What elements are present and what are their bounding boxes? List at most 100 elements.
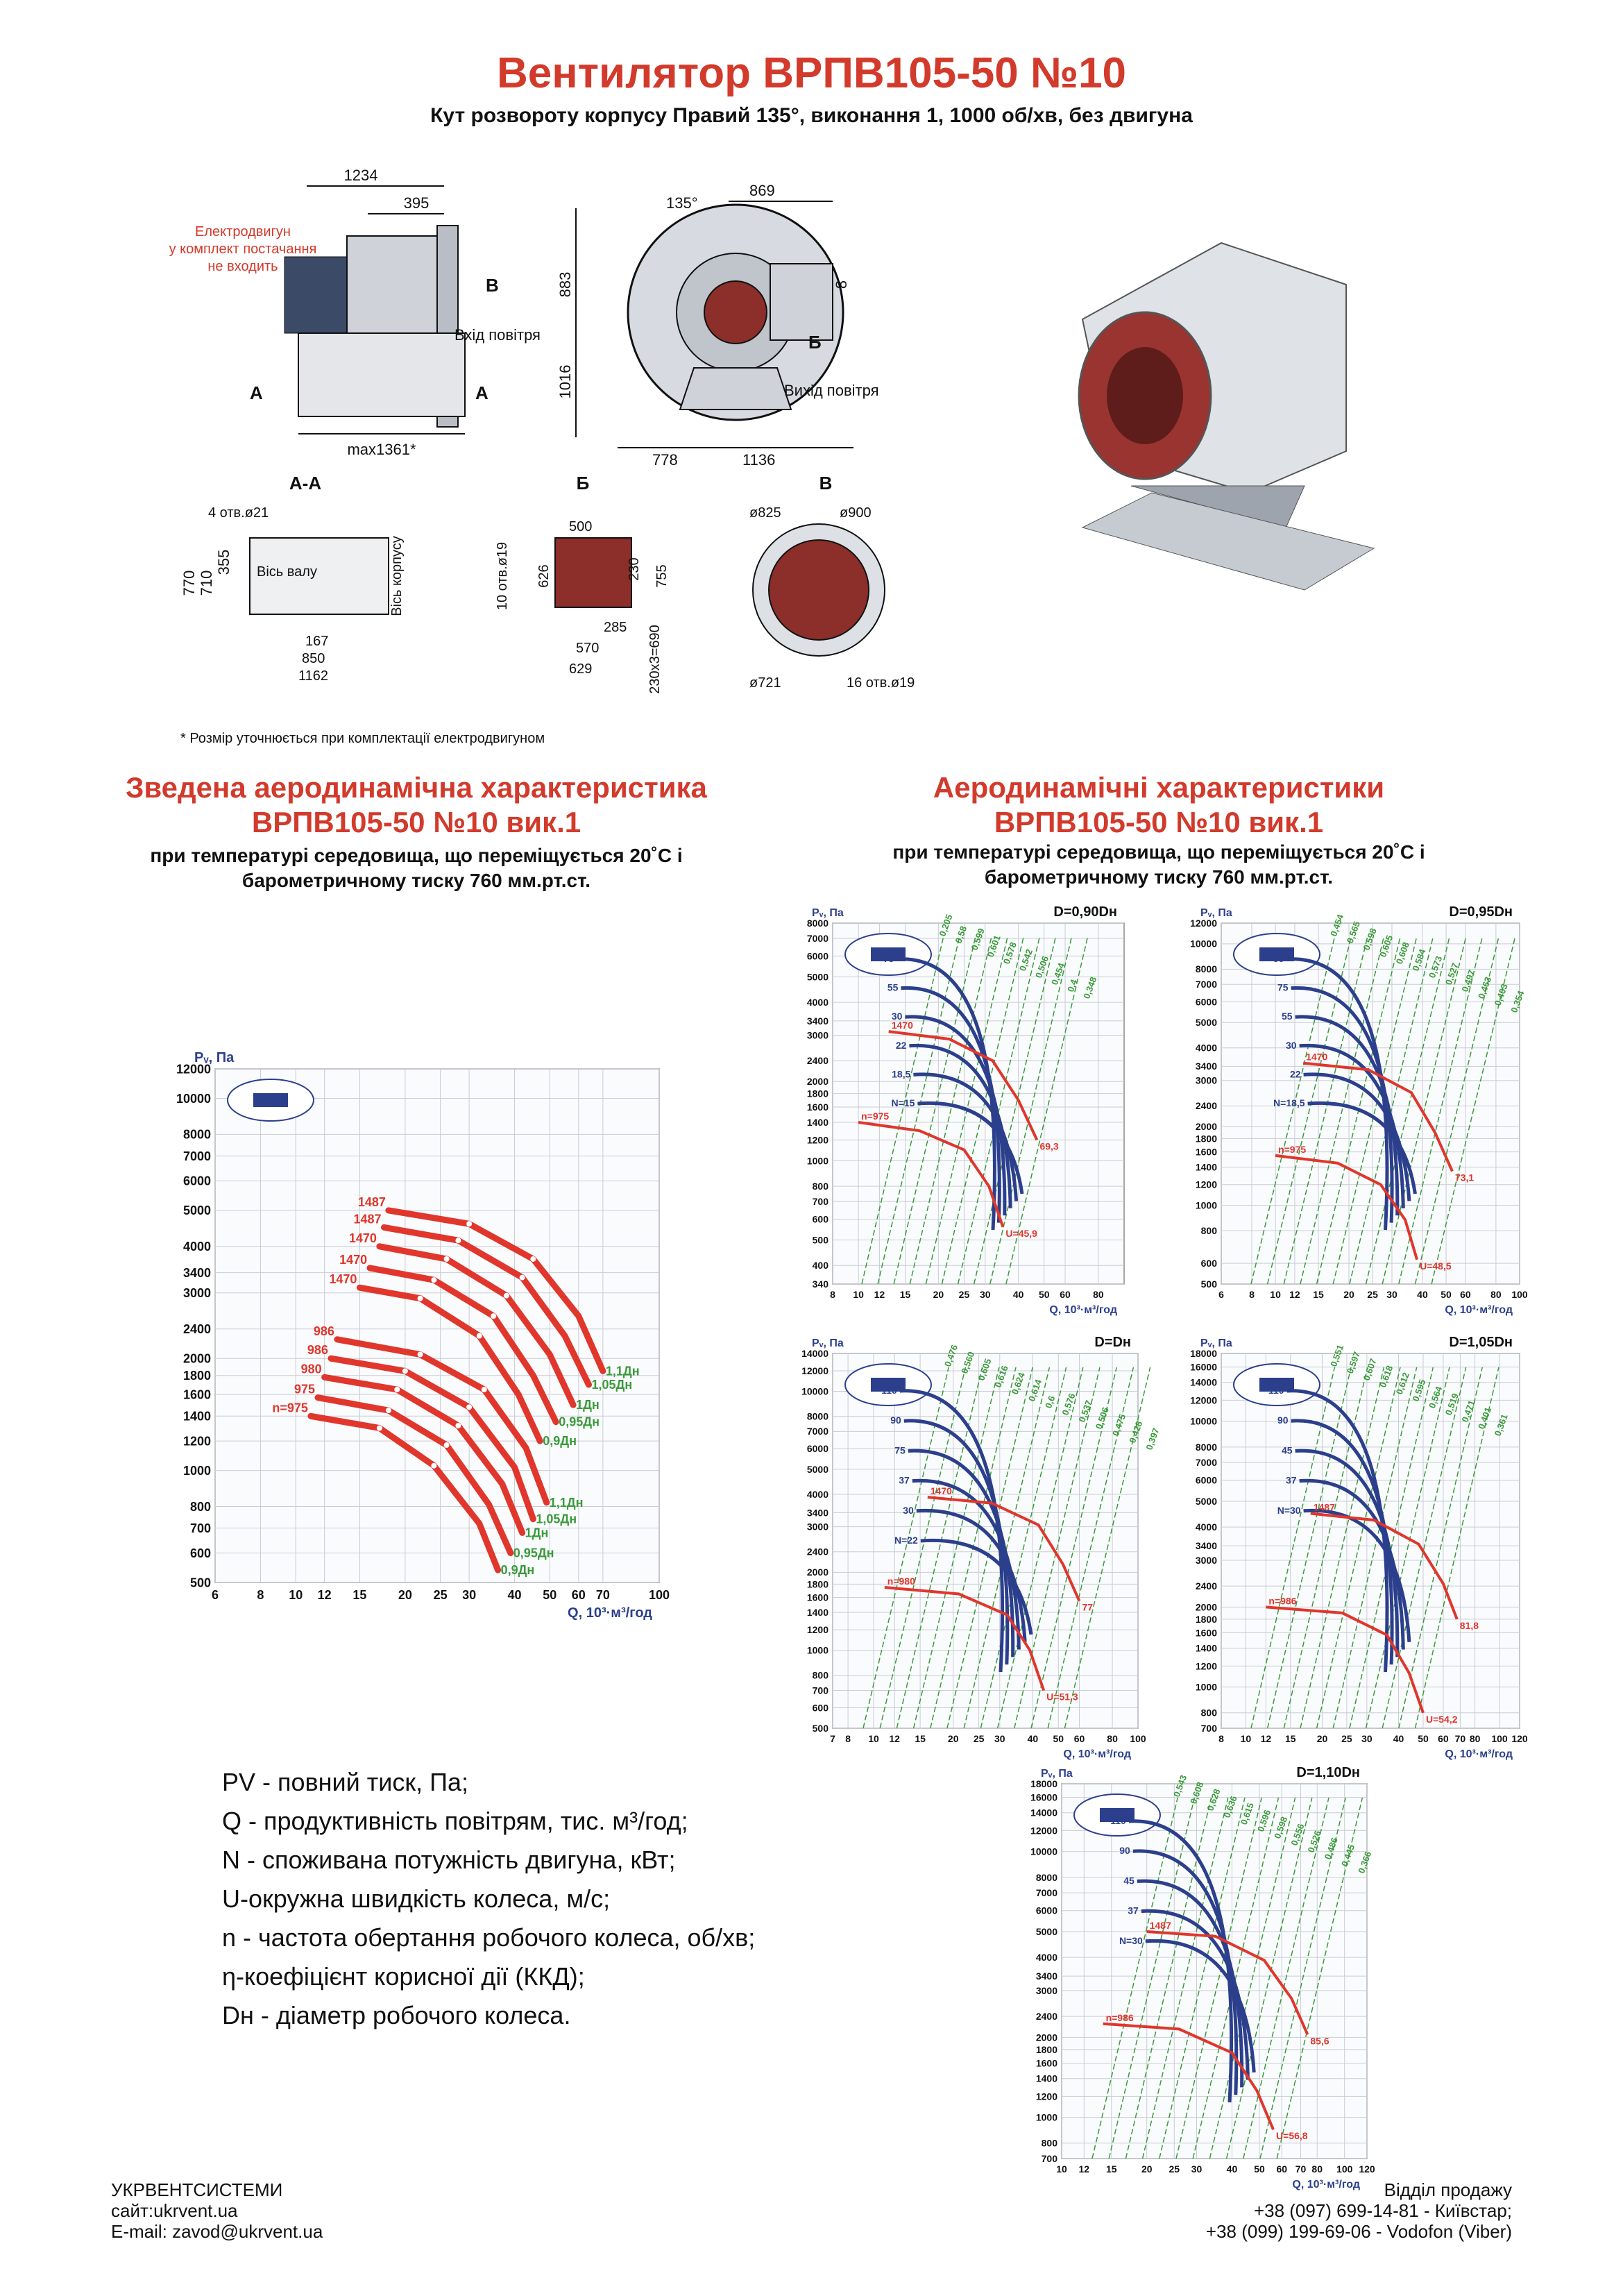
rpm-end-label: U=54,2 xyxy=(1426,1714,1458,1725)
x-axis-label: Q, 10³·м³/год xyxy=(568,1605,652,1621)
efficiency-line xyxy=(1431,936,1516,1285)
efficiency-line xyxy=(1091,1797,1178,2159)
efficiency-line xyxy=(1398,1367,1483,1729)
rpm-label: n=975 xyxy=(1278,1144,1306,1155)
rpm-curve xyxy=(1310,1512,1459,1620)
series-rpm-label: 980 xyxy=(301,1362,322,1376)
efficiency-line xyxy=(1382,936,1467,1285)
x-tick-label: 7 xyxy=(830,1733,835,1744)
footer-site[interactable]: сайт:ukrvent.ua xyxy=(111,2200,238,2221)
view-v-title: В xyxy=(819,473,833,493)
x-tick-label: 40 xyxy=(1393,1733,1404,1744)
dim-570: 570 xyxy=(576,641,599,656)
y-tick-label: 4000 xyxy=(1196,1521,1217,1533)
efficiency-line xyxy=(1332,1367,1418,1729)
efficiency-line xyxy=(1209,1797,1296,2159)
x-tick-label: 15 xyxy=(352,1588,366,1602)
rpm-curve xyxy=(884,1586,1046,1691)
y-tick-label: 1600 xyxy=(807,1592,829,1603)
rpm-end-label: U=51,3 xyxy=(1046,1691,1078,1702)
efficiency-line xyxy=(1192,1797,1280,2159)
series-rpm-label: 1470 xyxy=(349,1231,377,1245)
y-tick-label: 2400 xyxy=(807,1055,829,1066)
efficiency-line xyxy=(1225,1797,1313,2159)
series-size-label: 1,1Дн xyxy=(606,1364,640,1378)
x-tick-label: 40 xyxy=(1227,2163,1238,2175)
y-tick-label: 12000 xyxy=(1190,1394,1217,1406)
y-tick-label: 800 xyxy=(190,1500,211,1514)
y-tick-label: 12000 xyxy=(1030,1825,1057,1836)
x-tick-label: 8 xyxy=(1218,1733,1224,1744)
power-curve xyxy=(1307,1101,1417,1195)
series-point xyxy=(385,1408,391,1414)
efficiency-line xyxy=(1414,936,1499,1285)
y-tick-label: 1800 xyxy=(1036,2044,1057,2055)
view-v: В ø825 ø900 ø721 16 отв.ø19 xyxy=(749,473,915,691)
rpm-label: 1470 xyxy=(931,1485,952,1496)
y-tick-label: 700 xyxy=(1042,2153,1058,2164)
efficiency-line xyxy=(1332,936,1418,1285)
series-size-label: 0,9Дн xyxy=(543,1434,577,1448)
page-subtitle: Кут розвороту корпусу Правий 135°, викон… xyxy=(430,104,1193,127)
y-tick-label: 3400 xyxy=(183,1266,211,1280)
power-curve xyxy=(897,957,996,1231)
power-curve xyxy=(908,1449,1015,1657)
power-curve xyxy=(1137,1879,1244,2088)
efficiency-line xyxy=(1414,1367,1499,1729)
efficiency-line xyxy=(1276,1797,1363,2159)
footer-email[interactable]: E-mail: zavod@ukrvent.ua xyxy=(111,2221,323,2242)
footer-phone2[interactable]: +38 (099) 199-69-06 - Vodofon (Viber) xyxy=(1205,2221,1512,2242)
air-out-label: Вихід повітря xyxy=(784,382,879,399)
y-tick-label: 500 xyxy=(1201,1278,1218,1290)
efficiency-line xyxy=(1108,1797,1196,2159)
dim-d721: ø721 xyxy=(749,675,781,691)
series-point xyxy=(417,1351,423,1358)
series-rpm-label: 1487 xyxy=(353,1212,381,1226)
dim-883: 883 xyxy=(556,272,574,298)
power-curve xyxy=(899,1389,1005,1673)
rpm-label: 1487 xyxy=(1314,1502,1335,1513)
series-point xyxy=(519,1274,525,1281)
y-tick-label: 2400 xyxy=(183,1322,211,1336)
x-tick-label: 70 xyxy=(1455,1733,1466,1744)
dim-d900: ø900 xyxy=(840,505,872,521)
plot-area xyxy=(832,1353,1139,1729)
y-tick-label: 10000 xyxy=(1190,938,1217,949)
footer-phone1[interactable]: +38 (097) 699-14-81 - Київстар; xyxy=(1253,2200,1512,2221)
efficiency-line xyxy=(1349,936,1434,1285)
x-tick-label: 70 xyxy=(596,1588,610,1602)
x-tick-label: 30 xyxy=(1386,1289,1397,1300)
x-tick-label: 60 xyxy=(1060,1289,1071,1300)
series-rpm-label: 975 xyxy=(294,1383,315,1396)
rpm-curve xyxy=(1302,1061,1454,1172)
rpm-label: 1487 xyxy=(1150,1920,1171,1931)
series-point xyxy=(455,1422,461,1428)
series-rpm-label: 986 xyxy=(314,1324,334,1338)
power-curve xyxy=(905,1015,1007,1216)
efficiency-line xyxy=(879,1367,967,1729)
view-aa-holes: 4 отв.ø21 xyxy=(208,505,269,521)
power-label: 18,5 xyxy=(892,1068,910,1079)
x-tick-label: 60 xyxy=(572,1588,586,1602)
x-tick-label: 6 xyxy=(1218,1289,1224,1300)
power-curve xyxy=(1303,1508,1411,1642)
dim-1016: 1016 xyxy=(556,365,574,399)
rpm-curve xyxy=(1103,2022,1275,2130)
summary-cond-line2: барометричному тиску 760 мм.рт.ст. xyxy=(241,870,591,891)
rpm-curve xyxy=(858,1121,1005,1228)
y-tick-label: 1200 xyxy=(183,1434,211,1448)
x-axis-label: Q, 10³·м³/год xyxy=(1049,1304,1117,1316)
y-tick-label: 5000 xyxy=(1196,1496,1217,1507)
fan-3d-view xyxy=(1078,242,1375,591)
y-tick-label: 3400 xyxy=(1036,1970,1057,1982)
rpm-end-label: U=45,9 xyxy=(1005,1228,1037,1239)
power-curve xyxy=(909,1043,1012,1208)
y-tick-label: 1400 xyxy=(807,1117,829,1128)
efficiency-line xyxy=(1316,1367,1401,1729)
y-tick-label: 2400 xyxy=(807,1546,829,1558)
dim-778: 778 xyxy=(652,451,678,469)
y-tick-label: 10000 xyxy=(1030,1846,1057,1857)
dimension-note: * Розмір уточнюється при комплектації ел… xyxy=(180,731,545,746)
y-tick-label: 800 xyxy=(1201,1225,1218,1236)
